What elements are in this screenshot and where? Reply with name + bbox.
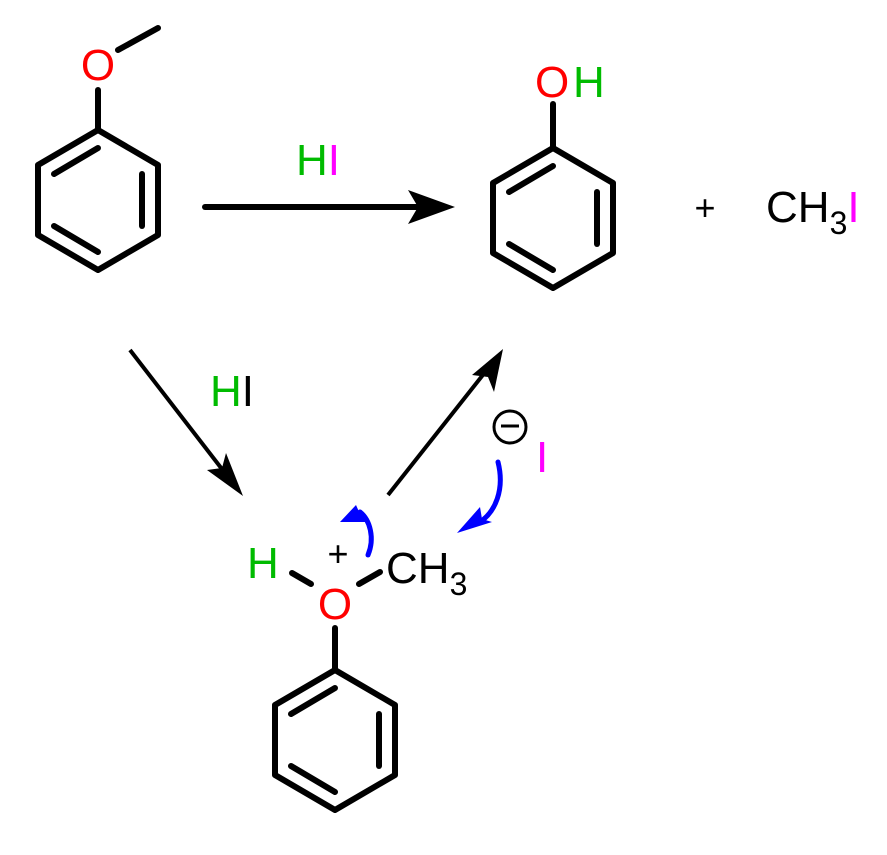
benzene-ring: [490, 145, 616, 291]
reagent-hi: HI: [296, 136, 340, 185]
phenol: O H: [490, 58, 616, 291]
oxonium-intermediate: H + O CH3: [247, 533, 467, 813]
benzene-ring: [272, 667, 398, 813]
double-bond: [51, 145, 101, 177]
arrow-head: [472, 349, 503, 392]
anisole: O: [35, 25, 161, 273]
negative-charge-icon: [492, 409, 528, 445]
double-bond: [506, 241, 556, 273]
double-bond: [51, 223, 101, 255]
oxygen-label: O: [81, 41, 115, 90]
benzene-ring: [35, 127, 161, 273]
curved-arrow-bond-break: [357, 509, 374, 558]
double-bond: [288, 685, 338, 717]
positive-charge: +: [327, 533, 348, 574]
reaction-arrow-cleavage: [386, 349, 503, 497]
curved-arrow-iodide-attack: [477, 459, 503, 525]
methyl-bond: [115, 25, 161, 53]
iodine-label: I: [536, 433, 548, 482]
oxygen-label: O: [535, 58, 569, 107]
curved-arrow-head: [457, 507, 492, 533]
arrow-shaft: [128, 348, 227, 475]
iodide-ion: I: [492, 409, 548, 482]
plus-sign: +: [694, 187, 715, 228]
methyl-iodide: CH3I: [766, 183, 860, 241]
o-ch3-bond: [356, 569, 383, 587]
curved-arrow-head: [340, 505, 368, 522]
double-bond: [506, 163, 556, 195]
reaction-arrow-top: HI: [202, 136, 455, 224]
oxygen-label: O: [318, 580, 352, 629]
methyl-label: CH3: [386, 544, 467, 602]
hydrogen-label: H: [573, 58, 605, 107]
reaction-arrow-protonation: HI: [128, 348, 254, 496]
arrow-head: [408, 190, 455, 224]
hydrogen-label: H: [247, 539, 279, 588]
double-bond: [288, 763, 338, 795]
arrow-shaft: [386, 369, 488, 497]
reagent-hi: HI: [210, 367, 254, 416]
arrow-head: [207, 453, 243, 496]
h-o-bond: [289, 570, 314, 587]
